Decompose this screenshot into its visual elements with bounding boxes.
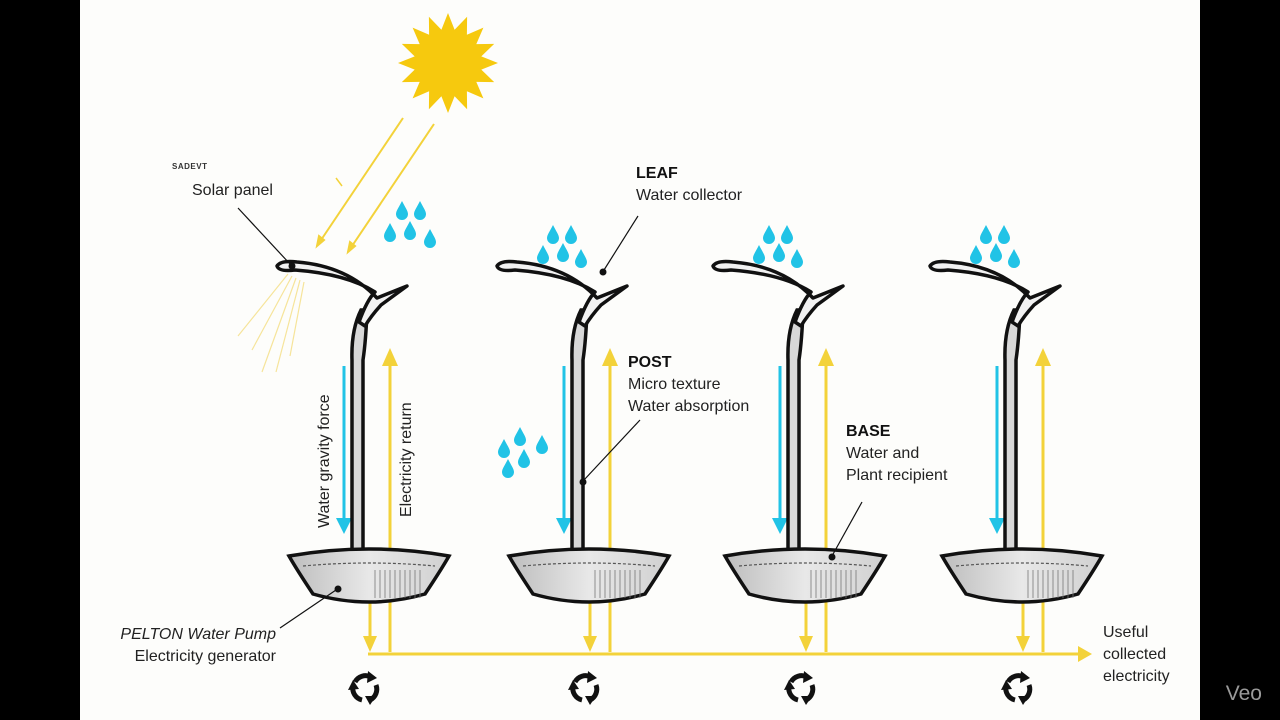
plant-unit-1 [275,259,452,706]
solar-panel-marker [288,262,296,270]
arrow-up-icon [602,348,618,366]
sun-rays [315,117,435,255]
watermark: Veo [1225,682,1262,705]
arrow-up-icon [818,348,834,366]
post-marker [579,478,587,486]
base-bowl [286,547,452,604]
plant-unit-3 [711,225,888,705]
sun-shape [398,13,498,113]
leaf-title: LEAF [636,165,678,182]
arrow-down-icon [363,636,377,652]
post [350,308,369,562]
leaf [495,259,629,328]
solar-panel-label: Solar panel [192,182,273,199]
bowl-rim-texture [738,562,872,567]
bowl-rim-texture [302,562,436,567]
base-line-1: Water and [846,445,920,462]
reflected-light-rays [237,273,305,373]
post-line-1: Micro texture [628,376,721,393]
leaf [711,259,845,328]
base-marker [828,553,836,561]
base-label: BASE Water and Plant recipient [846,421,947,487]
base-bowl [939,547,1105,604]
pump-title: PELTON Water Pump [120,626,276,643]
leaf-label: LEAF Water collector [636,163,742,207]
post [1003,308,1022,562]
arrow-down-icon [772,518,788,534]
electricity-return-label: Electricity return [398,402,415,517]
arrow-down-icon [583,636,597,652]
post [786,308,805,562]
arrow-up-icon [382,348,398,366]
arrow-down-icon [556,518,572,534]
output-line-3: electricity [1103,668,1170,685]
recycle-icon [568,671,597,705]
solar-panel-tag: SADEVT [172,162,208,171]
post-title: POST [628,354,672,371]
raindrops-icon [537,225,587,268]
plant-unit-2 [495,225,672,705]
arrow-down-icon [1016,636,1030,652]
output-label: Useful collected electricity [1103,622,1170,688]
arrow-down-icon [799,636,813,652]
water-gravity-label: Water gravity force [316,394,333,528]
bus-arrow-head [1078,646,1092,662]
output-line-1: Useful [1103,624,1149,641]
recycle-icon [348,671,377,705]
arrow-up-icon [1035,348,1051,366]
recycle-icon [1001,671,1030,705]
plant-unit-4 [928,225,1105,705]
base-bowl [722,547,888,604]
base-line-2: Plant recipient [846,467,948,484]
output-line-2: collected [1103,646,1167,663]
base-bowl [506,547,672,604]
base-title: BASE [846,423,891,440]
pump-subtitle: Electricity generator [134,648,276,665]
pump-marker [334,585,342,593]
leaf [928,259,1062,328]
raindrops-icon [970,225,1020,268]
arrow-down-icon [336,518,352,534]
raindrops-icon [753,225,803,268]
recycle-icon [784,671,813,705]
bowl-rim-texture [522,562,656,567]
leader-lines [237,207,863,629]
leaf [275,259,409,328]
sun-icon [398,13,498,113]
raindrops-icon [498,427,548,478]
pump-label: PELTON Water Pump Electricity generator [100,624,276,668]
post-line-2: Water absorption [628,398,750,415]
leaf-subtitle: Water collector [636,187,743,204]
bowl-rim-texture [955,562,1089,567]
post [570,308,589,562]
arrow-down-icon [989,518,1005,534]
raindrops-icon [384,201,436,248]
post-label: POST Micro texture Water absorption [628,352,749,418]
leaf-marker [599,268,607,276]
